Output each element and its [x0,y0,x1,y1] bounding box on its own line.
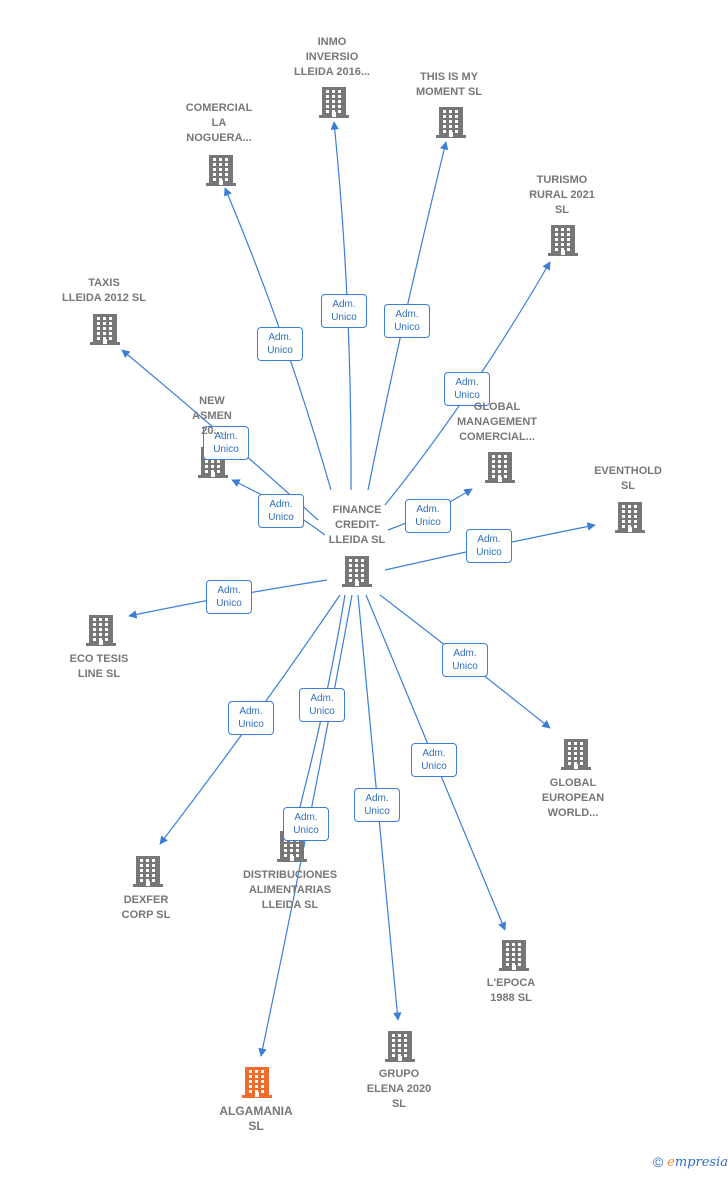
role-label-line: Unico [454,390,480,401]
role-label-turismo: Adm. Unico [444,372,490,406]
company-label-global_eu[interactable]: GLOBAL EUROPEAN WORLD... [541,777,605,819]
company-label-comercial[interactable]: COMERCIAL LA NOGUERA... [185,102,253,144]
company-label-eventhold[interactable]: EVENTHOLD SL [594,465,662,492]
company-icon-comercial[interactable] [206,155,236,186]
role-label-ecotesis: Adm. Unico [206,580,252,614]
company-icon-grupo[interactable] [385,1031,415,1062]
role-label-line: Adm. [453,648,477,659]
role-label-line: Adm. [239,706,263,717]
role-label-line: Unico [331,312,357,323]
role-label-line: Adm. [214,431,238,442]
role-label-line: Adm. [395,309,419,320]
role-label-comercial: Adm. Unico [257,327,303,361]
role-label-line: Unico [268,512,294,523]
empresia-logo[interactable]: empresia [667,1154,728,1170]
role-label-line: Unico [238,719,264,730]
company-icon-eventhold[interactable] [615,502,645,533]
role-label-line: Adm. [217,585,241,596]
role-label-eventhold: Adm. Unico [466,529,512,563]
role-label-line: Unico [364,806,390,817]
company-icon-ecotesis[interactable] [86,615,116,646]
company-icon-turismo[interactable] [548,225,578,256]
company-label-inmo[interactable]: INMO INVERSIO LLEIDA 2016... [293,36,370,78]
role-label-line: Adm. [332,299,356,310]
role-label-global_mgmt: Adm. Unico [405,499,451,533]
focal-company-icon[interactable] [342,556,372,587]
focal-company-label[interactable]: FINANCE CREDIT- LLEIDA SL [328,504,386,546]
company-label-global_mgmt[interactable]: GLOBAL MANAGEMENT COMERCIAL... [456,401,538,443]
footer-credit: © empresia [653,1154,728,1170]
role-label-algamania: Adm. Unico [283,807,329,841]
company-icon-inmo[interactable] [319,87,349,118]
company-label-algamania[interactable]: ALGAMANIA SL [219,1104,293,1133]
company-icon-lepoca[interactable] [499,940,529,971]
copyright-symbol: © [652,1154,664,1170]
company-icon-global_eu[interactable] [561,739,591,770]
company-label-thisis[interactable]: THIS IS MY MOMENT SL [416,71,482,98]
role-label-inmo: Adm. Unico [321,294,367,328]
company-label-ecotesis[interactable]: ECO TESIS LINE SL [69,653,129,680]
role-label-line: Unico [267,345,293,356]
role-label-line: Adm. [416,504,440,515]
company-icon-algamania[interactable] [242,1067,272,1098]
company-label-turismo[interactable]: TURISMO RURAL 2021 SL [529,174,595,216]
role-label-thisis: Adm. Unico [384,304,430,338]
role-label-line: Unico [309,706,335,717]
role-label-line: Unico [293,825,319,836]
role-label-dexfer: Adm. Unico [228,701,274,735]
role-label-line: Adm. [294,812,318,823]
role-label-line: Unico [216,598,242,609]
role-label-grupo: Adm. Unico [354,788,400,822]
company-icon-global_mgmt[interactable] [485,452,515,483]
role-label-line: Adm. [422,748,446,759]
role-label-line: Unico [394,322,420,333]
role-label-lepoca: Adm. Unico [411,743,457,777]
company-label-dexfer[interactable]: DEXFER CORP SL [121,894,171,921]
role-label-line: Adm. [455,377,479,388]
role-label-taxis: Adm. Unico [203,426,249,460]
company-label-taxis[interactable]: TAXIS LLEIDA 2012 SL [62,277,146,304]
role-label-line: Adm. [477,534,501,545]
role-label-line: Unico [213,444,239,455]
role-label-line: Unico [415,517,441,528]
role-label-distrib: Adm. Unico [299,688,345,722]
role-label-global_eu: Adm. Unico [442,643,488,677]
role-label-line: Unico [452,661,478,672]
role-label-line: Adm. [269,499,293,510]
company-icon-taxis[interactable] [90,314,120,345]
company-icon-thisis[interactable] [436,107,466,138]
company-label-grupo[interactable]: GRUPO ELENA 2020 SL [366,1068,432,1110]
role-label-line: Unico [476,547,502,558]
role-label-line: Unico [421,761,447,772]
company-label-newasmen[interactable]: NEW ASMEN 20... [192,395,232,437]
role-label-line: Adm. [268,332,292,343]
company-label-lepoca[interactable]: L'EPOCA 1988 SL [486,977,536,1004]
company-label-distrib[interactable]: DISTRIBUCIONES ALIMENTARIAS LLEIDA SL [242,869,338,911]
role-label-line: Adm. [310,693,334,704]
company-icon-dexfer[interactable] [133,856,163,887]
role-label-line: Adm. [365,793,389,804]
role-label-newasmen: Adm. Unico [258,494,304,528]
